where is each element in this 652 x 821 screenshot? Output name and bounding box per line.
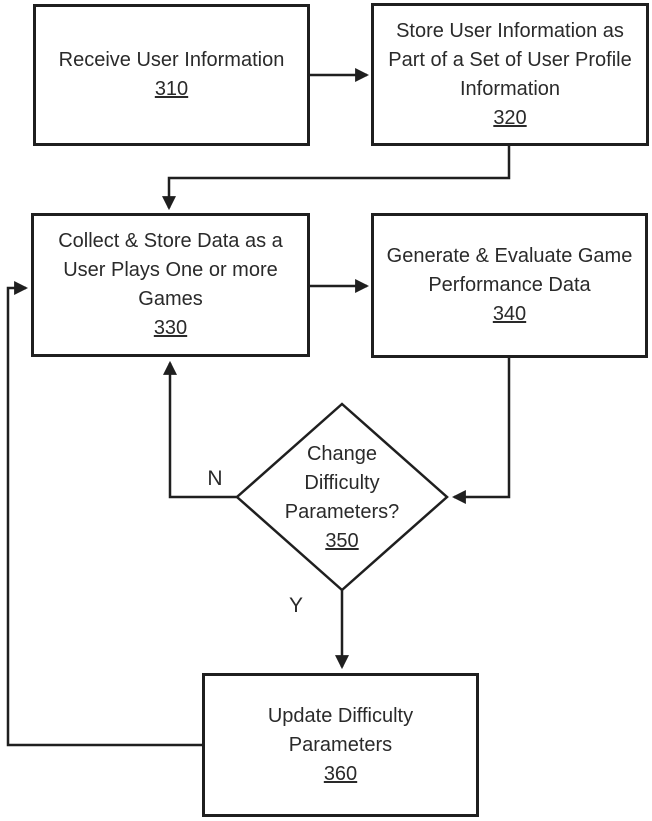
node-label-310: Receive User Information (58, 49, 285, 71)
decision-diamond-shape (235, 402, 449, 592)
node-ref-340: 340 (492, 303, 527, 325)
node-ref-310: 310 (154, 78, 189, 100)
node-ref-350: 350 (325, 530, 359, 552)
connector-350-to-330-no (163, 360, 237, 499)
node-ref-320: 320 (493, 106, 527, 129)
connector-340-to-350 (451, 358, 511, 504)
branch-label-no: N (207, 467, 223, 490)
node-text-310: Receive User Information 310 (36, 7, 307, 143)
branch-label-yes: Y (288, 594, 303, 617)
node-ref-330: 330 (153, 317, 188, 339)
process-node-310: Receive User Information 310 (33, 4, 310, 146)
connector-360-to-330-loop (6, 281, 202, 747)
connector-320-to-330 (162, 146, 511, 211)
node-ref-360: 360 (323, 762, 358, 785)
